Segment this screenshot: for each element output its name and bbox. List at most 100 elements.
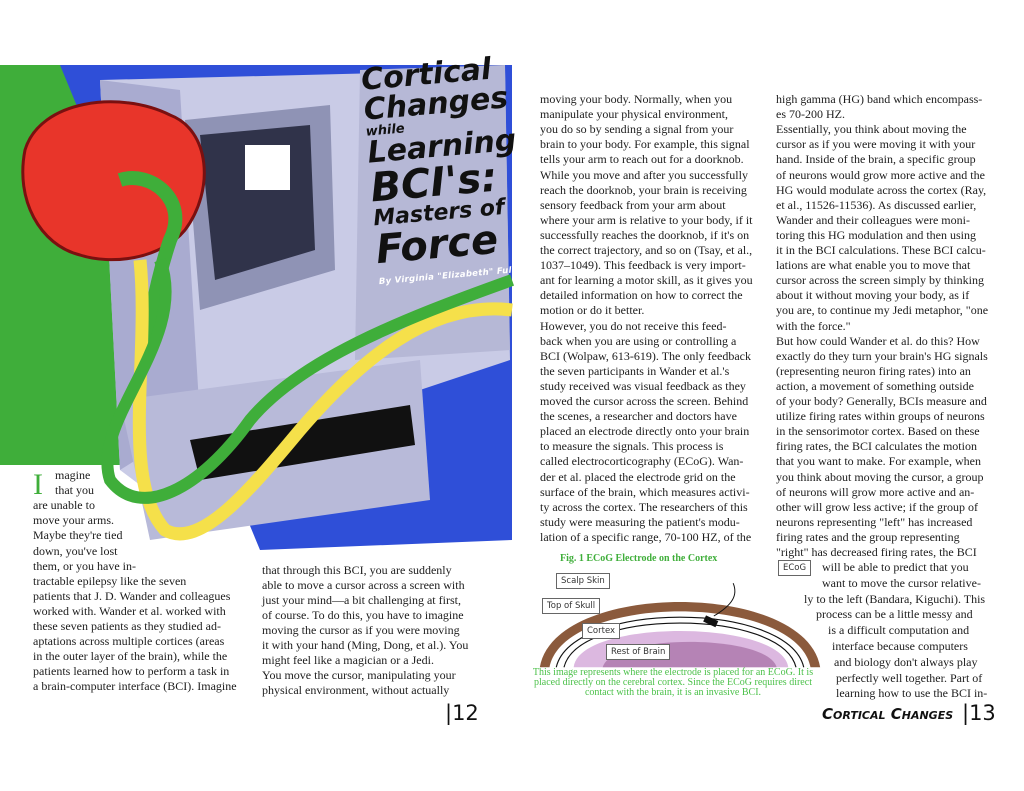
text-line: toring this HG modulation and then using — [776, 227, 976, 242]
text-line: you think about moving the cursor, a gro… — [776, 469, 984, 484]
brain-shape — [21, 100, 206, 262]
text-line: ty across the cortex. The researchers of… — [540, 499, 748, 514]
text-line: HG would modulate across the cortex (Ray… — [776, 182, 987, 197]
title-screen — [355, 65, 510, 360]
text-line: of your body? Generally, BCIs measure an… — [776, 394, 987, 408]
text-line: manipulate your physical environment, — [540, 107, 728, 122]
text-line: While you move and after you successfull… — [540, 167, 748, 182]
text-line: you are, to continue my Jedi metaphor, "… — [776, 303, 989, 318]
text-line: down, you've lost — [33, 543, 118, 558]
text-line: successfully reaches the doorknob, if it… — [540, 227, 750, 242]
text-line: high gamma (HG) band which encompass- — [776, 92, 983, 106]
text-line: that through this BCI, you are suddenly — [262, 563, 452, 577]
text-line: physical environment, without actually — [262, 683, 450, 697]
text-line: reach the doorknob, your brain is receiv… — [540, 182, 747, 197]
text-line: es 70-200 HZ. — [776, 107, 845, 122]
text-line: detailed information on how to correct t… — [540, 288, 743, 303]
label-cortex: Cortex — [582, 623, 621, 639]
electrode-wire — [713, 582, 736, 617]
text-line: are unable to — [33, 498, 95, 513]
text-line: 1037–1049). This feedback is very import… — [540, 258, 746, 273]
text-line: action, a movement of something outside — [776, 378, 974, 393]
text-line: you do so by sending a signal from your — [540, 122, 734, 137]
text-line: Essentially, you think about moving the — [776, 122, 967, 137]
text-line: learning how to use the BCI in- — [836, 686, 988, 701]
cable-yellow — [132, 259, 513, 541]
text-line: in the outer layer of the brain), while … — [33, 649, 228, 664]
text-line: in the sensorimotor cortex. Based on the… — [776, 424, 980, 439]
text-line: ant for learning a motor skill, as it gi… — [540, 273, 753, 288]
screen-window — [245, 145, 290, 190]
text-line: want to move the cursor relative- — [822, 575, 981, 590]
text-line: that you want to make. For example, when — [776, 454, 981, 469]
disk-slot — [190, 405, 415, 480]
text-line: worked with. Wander et al. worked with — [33, 603, 226, 618]
text-line: moving the cursor as if you were moving — [262, 623, 460, 637]
text-line: BCI (Wolpaw, 613-619). The only feedback — [540, 348, 751, 363]
text-line: is a difficult computation and — [828, 623, 970, 638]
page-number-right: |13 — [962, 701, 996, 725]
text-line: sensory feedback from your arm about — [540, 197, 726, 212]
cable-green — [101, 257, 515, 504]
text-line: interface because computers — [832, 639, 968, 653]
text-line: of course. To do this, you have to imagi… — [262, 608, 464, 622]
text-line: cursor across the screen simply by think… — [776, 273, 984, 288]
text-line: patients that J. D. Wander and colleague… — [33, 588, 231, 603]
text-line: study were measuring the patient's modu- — [540, 514, 740, 529]
title-line: Force — [374, 216, 500, 274]
text-line: tractable epilepsy like the seven — [33, 573, 187, 588]
electrode-icon — [703, 615, 719, 628]
label-brain: Rest of Brain — [606, 644, 671, 660]
text-line: tells your arm to reach out for a doorkn… — [540, 152, 744, 167]
text-line: lation of a specific range, 70-100 HZ, o… — [540, 529, 752, 544]
text-line: with the force." — [776, 318, 851, 333]
text-line: surface of the brain, which measures act… — [540, 484, 750, 499]
figure-title: Fig. 1 ECoG Electrode on the Cortex — [560, 553, 718, 564]
text-line: called electrocorticography (ECoG). Wan- — [540, 454, 744, 469]
text-line: other will grow less active; if the grou… — [776, 499, 978, 514]
brainstem — [117, 171, 183, 361]
text-line: where your arm is relative to your body,… — [540, 212, 753, 227]
text-line: process can be a little messy and — [816, 607, 973, 622]
text-line: firing rates and the group representing — [776, 529, 960, 544]
text-line: of neurons would grow more active and th… — [776, 167, 985, 182]
text-line: it in the BCI calculations. These BCI ca… — [776, 243, 986, 257]
text-line: ly to the left (Bandara, Kiguchi). This — [804, 591, 986, 606]
text-line: placed an electrode directly onto your b… — [540, 424, 750, 439]
skull-line — [555, 616, 805, 668]
text-line: et al., 11526-11536). As discussed earli… — [776, 197, 977, 212]
text-line: firing rates, the BCI calculates the mot… — [776, 439, 977, 454]
text-line: of neurons will grow more active and an- — [776, 484, 975, 499]
label-scalp: Scalp Skin — [556, 573, 610, 589]
skull-line-inner — [563, 622, 797, 668]
text-line: cursor as if you were moving it with you… — [776, 137, 976, 152]
text-line: der et al. placed the electrode grid on … — [540, 469, 736, 484]
text-line: magine — [55, 468, 91, 482]
text-line: exactly do they turn your brain's HG sig… — [776, 348, 988, 363]
scalp-layer — [539, 602, 821, 668]
text-line: Maybe they're tied — [33, 528, 123, 543]
text-line: moved the cursor across the screen. Behi… — [540, 394, 749, 408]
text-line: utilize firing rates within groups of ne… — [776, 409, 985, 424]
running-head: Cortical Changes — [822, 705, 954, 723]
text-line: brain to your body. For example, this si… — [540, 137, 750, 152]
text-line: moving your body. Normally, when you — [540, 92, 733, 106]
text-line: (representing neuron firing rates) into … — [776, 363, 971, 378]
text-line: it with your hand (Ming, Dong, et al.). … — [262, 638, 469, 652]
figure-caption: This image represents where the electrod… — [532, 667, 814, 698]
text-line: move your arms. — [33, 513, 114, 528]
text-line: lations are what enable you to move that — [776, 258, 971, 273]
text-line: study received was visual feedback as th… — [540, 378, 746, 393]
text-line: about it without moving your body, as if — [776, 288, 970, 303]
text-line: neurons representing "left" has increase… — [776, 514, 973, 529]
label-skull: Top of Skull — [542, 598, 601, 614]
text-line: and biology don't always play — [834, 654, 978, 669]
text-line: hand. Inside of the brain, a specific gr… — [776, 152, 976, 167]
text-line: However, you do not receive this feed- — [540, 318, 727, 333]
article-title: Cortical Changes while Learning BCI's: M… — [360, 52, 539, 288]
text-line: patients learned how to perform a task i… — [33, 664, 230, 679]
text-line: the scenes, a researcher and doctors hav… — [540, 409, 737, 424]
text-line: might feel like a magician or a Jedi. — [262, 653, 434, 667]
text-line: able to move a cursor across a screen wi… — [262, 578, 465, 592]
text-line: aptations across multiple cortices (area… — [33, 634, 225, 649]
